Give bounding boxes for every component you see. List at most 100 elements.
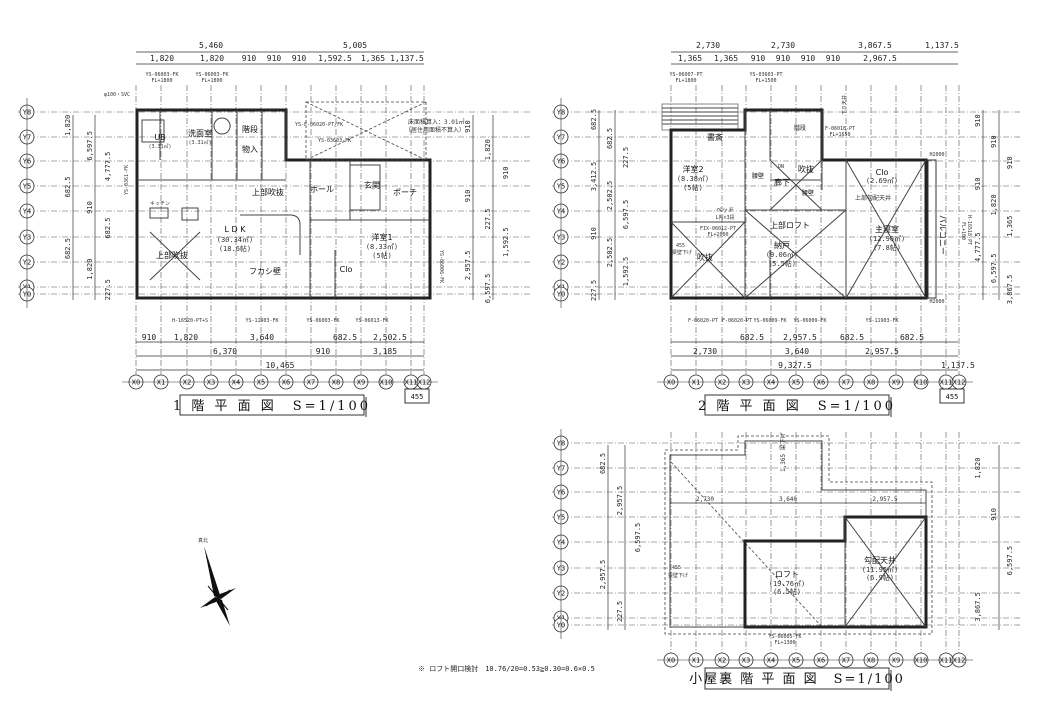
dim-right: 1,820 bbox=[974, 458, 982, 479]
roof-lines bbox=[662, 107, 738, 125]
room-area: (8.38㎡) bbox=[677, 175, 709, 183]
dim-top: 1,365 bbox=[714, 54, 738, 63]
title-box bbox=[179, 394, 365, 416]
window-label: F-06020-PT bbox=[722, 318, 752, 324]
dim-left: 6,597.5 bbox=[86, 131, 94, 161]
beam-note: 梁壁下げ bbox=[668, 572, 688, 579]
window-label: YS-06005-FK bbox=[768, 634, 801, 640]
room-label: 上部ロフト bbox=[770, 220, 810, 230]
room-area: (2.69㎡) bbox=[866, 177, 898, 185]
room-label: ホール bbox=[310, 185, 334, 194]
grid-label-x: X2 bbox=[183, 379, 191, 387]
inner-dim: 2,730 bbox=[696, 496, 714, 503]
dim-bottom: 3,640 bbox=[785, 347, 809, 356]
dim-top: 910 bbox=[801, 54, 816, 63]
dim-left: 1,820 bbox=[64, 115, 72, 136]
window-label: FL+1800 bbox=[201, 78, 222, 84]
dim-left: 682.5 bbox=[104, 218, 112, 239]
dim-bottom: 682.5 bbox=[900, 333, 924, 342]
floor-note: 床面積算入：3.01㎡ bbox=[408, 118, 464, 126]
room-label: 腰壁 bbox=[752, 172, 764, 180]
dim-bottom: 910 bbox=[316, 347, 331, 356]
grid-label-x: X6 bbox=[817, 657, 825, 665]
dim-bottom: 2,957.5 bbox=[783, 333, 817, 342]
window-label: YS-06009-FK bbox=[793, 318, 826, 324]
room-area: (7.8帖) bbox=[873, 243, 901, 252]
dim-bottom: 2,957.5 bbox=[865, 347, 899, 356]
room-label: 勾配天井 bbox=[864, 555, 896, 565]
dim-left: 910 bbox=[590, 227, 598, 240]
grid-label-x: X1 bbox=[692, 379, 700, 387]
roof-outline bbox=[669, 440, 927, 628]
dim-left: 6,597.5 bbox=[622, 200, 630, 230]
grid-label-x: X7 bbox=[307, 379, 315, 387]
dim-top: 910 bbox=[292, 54, 307, 63]
grid-label-x: X4 bbox=[767, 657, 775, 665]
window-label: YS-06003-FK bbox=[145, 72, 178, 78]
room-area: (18.6帖) bbox=[219, 244, 251, 253]
room-label: 下り天井 bbox=[841, 95, 848, 115]
window-label: YS-06006-FK bbox=[438, 250, 444, 283]
dim-right: 1,365 bbox=[1006, 216, 1014, 237]
plan-title: 小屋裏 階 平 面 図 S=1/100 bbox=[689, 672, 905, 687]
dim-top: 1,365 bbox=[361, 54, 385, 63]
grid-label-x: X3 bbox=[742, 657, 750, 665]
room-area: (8.33㎡) bbox=[366, 243, 398, 251]
room-label: 洗面室 bbox=[188, 128, 212, 138]
grid-label-x: X4 bbox=[232, 379, 240, 387]
window-label: FL+1800 bbox=[151, 78, 172, 84]
window-label: YS-11903-FK bbox=[245, 318, 278, 324]
dim-left: 2,957.5 bbox=[599, 560, 607, 590]
inner-dim: 3,640 bbox=[779, 496, 797, 503]
dim-top: 910 bbox=[267, 54, 282, 63]
window-label: F-06018-PT bbox=[825, 126, 855, 132]
grid-label-x: X11 bbox=[405, 379, 418, 387]
window-label: H-16520-PT+S bbox=[172, 318, 208, 324]
north-arrow-icon: 真北 bbox=[198, 537, 236, 626]
room-area: (11.95㎡) bbox=[862, 566, 899, 574]
grid-label-x: X11 bbox=[940, 657, 953, 665]
dim-right: 227.5 bbox=[484, 209, 492, 230]
plan-title: 2 階 平 面 図 S=1/100 bbox=[698, 399, 896, 414]
grid-label-x: X10 bbox=[915, 379, 928, 387]
window-label: YS-03603-PT bbox=[749, 72, 782, 78]
room-label: Clo bbox=[340, 265, 353, 274]
dim-right: 910 bbox=[1006, 156, 1014, 169]
dim-bottom: 6,370 bbox=[213, 347, 237, 356]
dim-right: 910 bbox=[464, 190, 472, 203]
grid-label-x: X8 bbox=[867, 379, 875, 387]
room-label: 納戸 bbox=[774, 240, 790, 250]
room-label: UB bbox=[154, 133, 165, 142]
dim-top: 5,460 bbox=[199, 41, 223, 50]
window-label: YS-F-06020-PT/FK bbox=[295, 122, 343, 128]
window-label: H-16518-PT bbox=[966, 215, 972, 245]
plan-loft: 2,730 3,640 2,957.5 1,365 梁下げ ロフト (19.76… bbox=[664, 432, 933, 691]
room-label: 上部勾配天井 bbox=[855, 194, 891, 202]
dim-left: 227.5 bbox=[622, 147, 630, 168]
offset-tag-box bbox=[404, 388, 430, 404]
dim-right: 910 bbox=[974, 114, 982, 127]
void-cross bbox=[149, 231, 201, 281]
title-box bbox=[704, 667, 890, 690]
dim-left: 682.5 bbox=[64, 176, 72, 197]
room-area: (12.96㎡) bbox=[869, 235, 906, 243]
window-label: YS-11903-FK bbox=[865, 318, 898, 324]
dim-bottom: 2,730 bbox=[693, 347, 717, 356]
room-label: 階段 bbox=[794, 124, 806, 132]
dim-bottom: 2,502.5 bbox=[373, 333, 407, 342]
grid-label-x: X12 bbox=[953, 657, 966, 665]
room-area: (9.06㎡) bbox=[766, 251, 798, 259]
dim-left: 1,592.5 bbox=[622, 257, 630, 287]
window-label: YS-06013-FK bbox=[355, 318, 388, 324]
grid-label-x: X9 bbox=[357, 379, 365, 387]
room-label: L判×3段 bbox=[715, 214, 734, 221]
offset-tag: 455 bbox=[411, 393, 424, 401]
dim-bottom: 10,465 bbox=[266, 361, 295, 370]
inner-dim: 2,957.5 bbox=[872, 496, 898, 503]
loft-opening-note: ※ ロフト開口検討 10.76/20=0.53≧0.30=0.6×0.5 bbox=[418, 664, 595, 673]
grid-label-x: X1 bbox=[692, 657, 700, 665]
grid-label-x: X2 bbox=[718, 657, 726, 665]
dim-top: 1,137.5 bbox=[925, 41, 959, 50]
